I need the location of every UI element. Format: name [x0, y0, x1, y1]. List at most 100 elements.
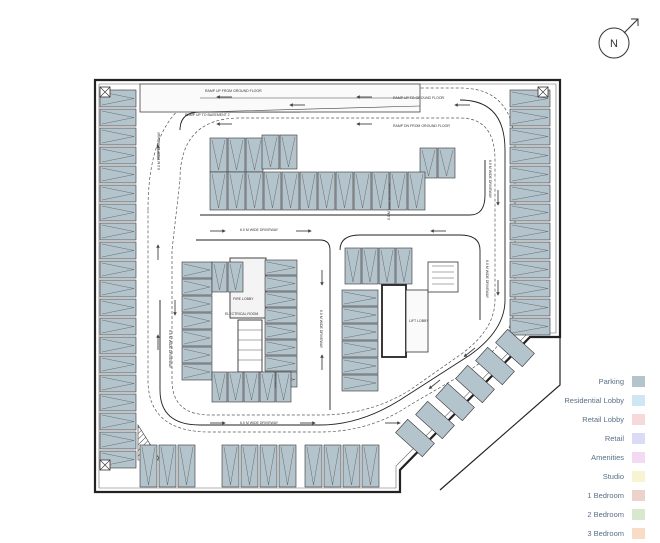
- parking-stalls: [99, 89, 551, 488]
- parking-stall: [341, 289, 379, 307]
- legend-item-2-bedroom: 2 Bedroom: [520, 505, 645, 524]
- drive-label-top-right: 6.0 M WIDE DRIVEWAY: [488, 160, 492, 199]
- parking-stall: [304, 444, 323, 488]
- parking-stall: [341, 374, 379, 392]
- parking-stall: [99, 108, 137, 127]
- drive-label-center: 6.0 M WIDE DRIVEWAY: [319, 310, 323, 349]
- parking-stall: [263, 171, 282, 211]
- parking-stall: [281, 171, 300, 211]
- parking-stall: [341, 340, 379, 358]
- legend-label: 3 Bedroom: [587, 529, 624, 538]
- legend-label: Residential Lobby: [564, 396, 624, 405]
- parking-stall: [509, 203, 551, 222]
- parking-stall: [264, 355, 298, 372]
- legend-item-retail: Retail: [520, 429, 645, 448]
- column-box: [99, 459, 111, 471]
- parking-stall: [509, 298, 551, 317]
- parking-stall: [495, 328, 535, 368]
- drive-label-left: 6.0 M WIDE DRIVEWAY: [157, 131, 161, 170]
- parking-stall: [99, 203, 137, 222]
- legend-label: 2 Bedroom: [587, 510, 624, 519]
- legend-label: 1 Bedroom: [587, 491, 624, 500]
- parking-stall: [99, 279, 137, 298]
- legend-label: Amenities: [591, 453, 624, 462]
- parking-stall: [99, 336, 137, 355]
- parking-stall: [299, 171, 318, 211]
- parking-stall: [209, 171, 228, 211]
- parking-stall: [278, 444, 297, 488]
- parking-stall: [509, 165, 551, 184]
- parking-stall: [419, 147, 438, 179]
- parking-stall: [181, 346, 213, 364]
- label-lift-lobby: LIFT LOBBY: [409, 319, 429, 323]
- parking-stall: [509, 127, 551, 146]
- parking-stall: [509, 260, 551, 279]
- parking-stall: [509, 108, 551, 127]
- ramp-area: RAMP UP FROM GROUND FLOOR RAMP UP TO BAS…: [139, 83, 450, 128]
- parking-stall: [395, 418, 435, 458]
- parking-stall: [509, 317, 551, 336]
- parking-stall: [437, 147, 456, 179]
- drive-label-right: 6.0 M WIDE DRIVEWAY: [485, 260, 489, 299]
- parking-stall: [227, 171, 246, 211]
- parking-stall: [99, 165, 137, 184]
- legend-swatch: [632, 433, 645, 444]
- parking-stall: [181, 295, 213, 313]
- parking-stall: [211, 371, 228, 403]
- drive-label-left-inner: 6.0 M WIDE DRIVEWAY: [168, 330, 172, 369]
- north-label: N: [610, 38, 618, 50]
- ramp-label-3: RAMP UP TO GROUND FLOOR: [393, 96, 445, 100]
- parking-stall: [341, 306, 379, 324]
- parking-floor-plan: N RAMP UP FROM GROUND FLOOR RAMP UP TO B…: [93, 18, 639, 494]
- parking-stall: [181, 363, 213, 381]
- parking-stall: [264, 339, 298, 356]
- parking-stall: [99, 374, 137, 393]
- drive-label-bottom: 6.0 M WIDE DRIVEWAY: [240, 421, 279, 425]
- parking-stall: [181, 261, 213, 279]
- parking-stall: [342, 444, 361, 488]
- parking-stall: [335, 171, 354, 211]
- legend-swatch: [632, 528, 645, 539]
- legend-item-parking: Parking: [520, 372, 645, 391]
- core-right: LIFT LOBBY: [381, 261, 459, 358]
- parking-stall: [415, 400, 455, 440]
- legend: Parking Residential Lobby Retail Lobby R…: [520, 372, 645, 543]
- parking-stall: [509, 184, 551, 203]
- parking-stall: [221, 444, 240, 488]
- parking-stall: [99, 393, 137, 412]
- parking-stall: [341, 323, 379, 341]
- parking-stall: [361, 247, 379, 285]
- parking-stall: [344, 247, 362, 285]
- label-electrical-room: ELECTRICAL ROOM: [225, 312, 258, 316]
- legend-item-residential-lobby: Residential Lobby: [520, 391, 645, 410]
- legend-label: Studio: [602, 472, 624, 481]
- parking-stall: [99, 146, 137, 165]
- legend-swatch: [632, 376, 645, 387]
- ramp-label-1: RAMP UP FROM GROUND FLOOR: [205, 89, 262, 93]
- parking-stall: [264, 291, 298, 308]
- column-box: [537, 86, 549, 98]
- parking-stall: [323, 444, 342, 488]
- parking-stall: [181, 312, 213, 330]
- parking-stall: [341, 357, 379, 375]
- structural-squares: [99, 86, 549, 471]
- column-box: [99, 86, 111, 98]
- legend-swatch: [632, 471, 645, 482]
- parking-stall: [455, 364, 495, 404]
- parking-stall: [361, 444, 380, 488]
- parking-stall: [99, 317, 137, 336]
- parking-stall: [209, 137, 228, 173]
- legend-label: Retail Lobby: [582, 415, 624, 424]
- parking-stall: [177, 444, 196, 488]
- parking-stall: [181, 329, 213, 347]
- parking-stall: [509, 146, 551, 165]
- parking-stall: [245, 171, 264, 211]
- legend-item-1-bedroom: 1 Bedroom: [520, 486, 645, 505]
- parking-stall: [99, 184, 137, 203]
- legend-swatch: [632, 490, 645, 501]
- parking-stall: [279, 134, 298, 170]
- legend-label: Parking: [598, 377, 624, 386]
- parking-stall: [264, 275, 298, 292]
- parking-stall: [435, 382, 475, 422]
- parking-stall: [99, 222, 137, 241]
